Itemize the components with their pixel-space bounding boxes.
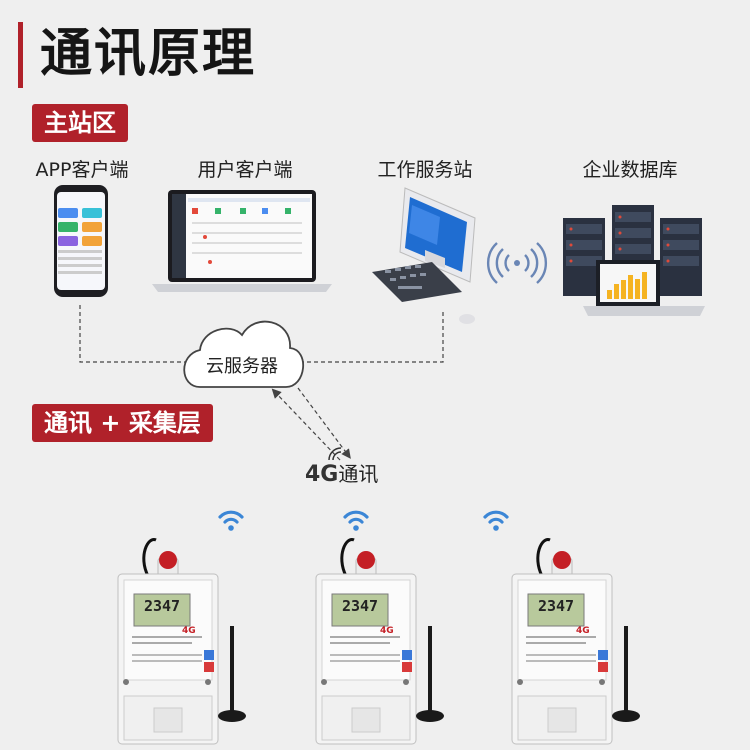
meter-4g-badge: 4G [380, 626, 394, 636]
4g-prefix: 4G [305, 462, 339, 487]
meter-4g-badge: 4G [182, 626, 196, 636]
workstation-label: 工作服务站 [377, 159, 473, 181]
connection-lines [79, 305, 444, 461]
meter-4g-badge: 4G [576, 626, 590, 636]
title-accent-bar [18, 22, 23, 88]
meter-reading: 2347 [143, 597, 181, 615]
app-client-label: APP客户端 [35, 159, 129, 181]
phone-icon [54, 185, 108, 297]
signal-waves-icon [328, 447, 342, 461]
workstation-icon [372, 187, 476, 324]
laptop-icon [152, 190, 332, 292]
comm-layer-tag: 通讯 + 采集层 [32, 404, 213, 442]
database-label: 企业数据库 [582, 159, 678, 181]
wifi-icon [483, 510, 509, 531]
4g-comm-label: 4G通讯 [305, 458, 378, 487]
user-client-label: 用户客户端 [197, 159, 293, 181]
page-title: 通讯原理 [40, 24, 257, 84]
wifi-icon [343, 510, 369, 531]
energy-meter [511, 538, 640, 745]
wireless-signal-icon [487, 242, 547, 284]
cloud-icon [183, 320, 305, 388]
database-servers-icon [563, 205, 705, 316]
cloud-server-label: 云服务器 [206, 356, 278, 377]
meter-reading: 2347 [341, 597, 379, 615]
master-station-tag: 主站区 [32, 104, 128, 142]
meter-reading: 2347 [537, 597, 575, 615]
wifi-icon [218, 510, 244, 531]
energy-meter [117, 538, 246, 745]
energy-meter [315, 538, 444, 745]
4g-suffix: 通讯 [338, 462, 379, 486]
